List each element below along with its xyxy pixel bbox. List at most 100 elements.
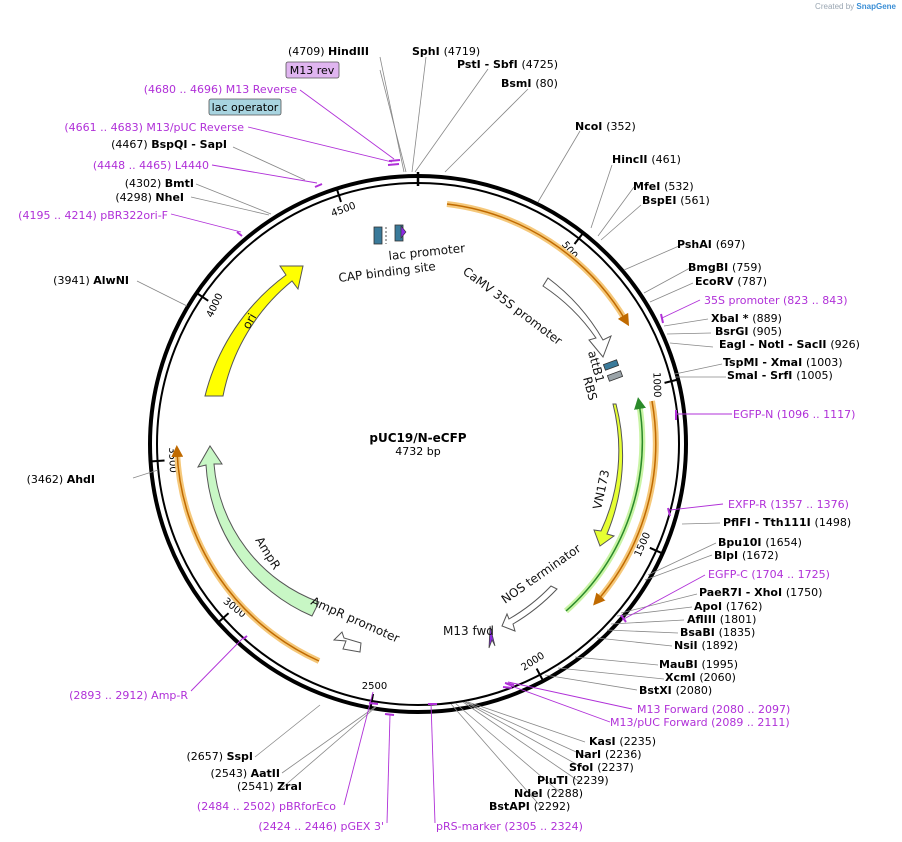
site-label-sphi[interactable]: SphI (4719): [412, 45, 480, 58]
rbs-label: RBS: [580, 375, 600, 402]
site-label-bstapi[interactable]: BstAPI (2292): [489, 800, 570, 813]
m13rev-box[interactable]: M13 rev: [285, 61, 340, 79]
site-position: (2237): [597, 761, 634, 774]
primer-label-egfpn[interactable]: EGFP-N (1096 .. 1117): [733, 408, 855, 421]
site-label-nsii[interactable]: NsiI (1892): [674, 639, 738, 652]
lac-operator-box[interactable]: lac operator: [208, 98, 282, 116]
primer-label-exfpr[interactable]: EXFP-R (1357 .. 1376): [728, 498, 849, 511]
site-name: BspQI - SapI: [151, 138, 227, 151]
site-position: (1995): [702, 658, 739, 671]
primer-label-m13rev[interactable]: (4680 .. 4696) M13 Reverse: [144, 83, 297, 96]
site-label-psti_sbfi[interactable]: PstI - SbfI (4725): [457, 58, 558, 71]
vn173-feature[interactable]: [593, 403, 624, 547]
site-position: (2239): [572, 774, 609, 787]
site-name: MauBI: [659, 658, 702, 671]
site-label-pflfi[interactable]: PflFI - Tth111I (1498): [723, 516, 851, 529]
site-label-ncoi[interactable]: NcoI (352): [575, 120, 636, 133]
site-label-bstxi[interactable]: BstXI (2080): [639, 684, 712, 697]
site-name: AhdI: [67, 473, 95, 486]
tick-label: 4500: [330, 201, 358, 220]
site-position: (889): [752, 312, 782, 325]
site-name: XbaI *: [711, 312, 752, 325]
site-name: PshAI: [677, 238, 716, 251]
site-label-zrai[interactable]: (2541) ZraI: [237, 780, 302, 793]
primer-label-p35s[interactable]: 35S promoter (823 .. 843): [704, 294, 848, 307]
site-name: SphI: [412, 45, 444, 58]
site-label-ahdi[interactable]: (3462) AhdI: [27, 473, 95, 486]
site-label-xcmi[interactable]: XcmI (2060): [665, 671, 736, 684]
site-name: SspI: [227, 750, 253, 763]
site-label-sfoi[interactable]: SfoI (2237): [569, 761, 634, 774]
site-position: (352): [606, 120, 636, 133]
attb1-feature[interactable]: [602, 359, 620, 371]
ampr-promoter-feature[interactable]: [332, 631, 362, 653]
site-label-smai[interactable]: SmaI - SrfI (1005): [727, 369, 833, 382]
tick-mark: [196, 292, 209, 302]
site-label-paer7i[interactable]: PaeR7I - XhoI (1750): [699, 586, 822, 599]
m13fwd-feature[interactable]: [488, 625, 496, 649]
site-label-bspqi[interactable]: (4467) BspQI - SapI: [111, 138, 227, 151]
primer-label-egfpc[interactable]: EGFP-C (1704 .. 1725): [708, 568, 830, 581]
site-label-pshai[interactable]: PshAI (697): [677, 238, 745, 251]
primer-label-pgex3[interactable]: (2424 .. 2446) pGEX 3': [258, 820, 384, 833]
site-name: TspMI - XmaI: [723, 356, 806, 369]
m13fwd-label: M13 fwd: [443, 624, 494, 638]
primer-label-pbrforeco[interactable]: (2484 .. 2502) pBRforEco: [197, 800, 336, 813]
site-label-kasi[interactable]: KasI (2235): [589, 735, 656, 748]
tick-mark: [649, 546, 663, 555]
site-label-apoi[interactable]: ApoI (1762): [694, 600, 762, 613]
site-label-bsrgi[interactable]: BsrGI (905): [715, 325, 782, 338]
site-label-sspi[interactable]: (2657) SspI: [186, 750, 253, 763]
site-label-alwni[interactable]: (3941) AlwNI: [53, 274, 129, 287]
site-name: EcoRV: [695, 275, 737, 288]
site-label-bmgbi[interactable]: BmgBI (759): [688, 261, 762, 274]
site-name: NdeI: [514, 787, 546, 800]
site-name: HindIII: [328, 45, 369, 58]
site-label-nhei[interactable]: (4298) NheI: [115, 191, 184, 204]
ori-feature[interactable]: [204, 265, 304, 397]
site-name: BstXI: [639, 684, 676, 697]
site-position: (1005): [796, 369, 833, 382]
site-label-tspmi[interactable]: TspMI - XmaI (1003): [723, 356, 843, 369]
site-label-xbai[interactable]: XbaI * (889): [711, 312, 782, 325]
camv35s-label: CaMV 35S promoter: [460, 264, 565, 348]
site-name: EagI - NotI - SacII: [719, 338, 830, 351]
rbs-feature[interactable]: [606, 370, 624, 382]
site-label-pluti[interactable]: PluTI (2239): [537, 774, 609, 787]
site-label-bpu10i[interactable]: Bpu10I (1654): [718, 536, 802, 549]
site-name: NheI: [155, 191, 184, 204]
site-label-blpi[interactable]: BlpI (1672): [714, 549, 779, 562]
site-label-bsabi[interactable]: BsaBI (1835): [680, 626, 755, 639]
site-name: BsmI: [501, 77, 535, 90]
site-label-maubi[interactable]: MauBI (1995): [659, 658, 738, 671]
vn173-label: VN173: [590, 468, 612, 510]
site-label-mfei[interactable]: MfeI (532): [633, 180, 694, 193]
primer-label-ampr_p[interactable]: (2893 .. 2912) Amp-R: [69, 689, 188, 702]
primer-label-l4440[interactable]: (4448 .. 4465) L4440: [93, 159, 209, 172]
primer-label-m13puc_rev[interactable]: (4661 .. 4683) M13/pUC Reverse: [64, 121, 244, 134]
primer-label-m13fwd_p[interactable]: M13 Forward (2080 .. 2097): [637, 703, 790, 716]
site-label-bmti[interactable]: (4302) BmtI: [125, 177, 194, 190]
camv35s-feature[interactable]: [542, 277, 612, 358]
cap-binding-feature[interactable]: [373, 226, 383, 245]
site-label-aatii[interactable]: (2543) AatII: [211, 767, 280, 780]
site-label-aflIII[interactable]: AflIII (1801): [687, 613, 756, 626]
site-position: (1498): [815, 516, 852, 529]
site-position: (926): [830, 338, 860, 351]
site-label-eagi[interactable]: EagI - NotI - SacII (926): [719, 338, 860, 351]
primer-label-prsmarker[interactable]: pRS-marker (2305 .. 2324): [436, 820, 583, 833]
primer-label-m13puc_fwd[interactable]: M13/pUC Forward (2089 .. 2111): [610, 716, 790, 729]
site-label-ndei[interactable]: NdeI (2288): [514, 787, 583, 800]
ampr-feature[interactable]: [196, 445, 320, 617]
site-position: (4302): [125, 177, 165, 190]
site-position: (2657): [186, 750, 226, 763]
site-label-nari[interactable]: NarI (2236): [575, 748, 642, 761]
site-label-bsmi[interactable]: BsmI (80): [501, 77, 558, 90]
site-label-bspei[interactable]: BspEI (561): [642, 194, 710, 207]
site-label-hincii[interactable]: HincII (461): [612, 153, 681, 166]
site-label-ecorv[interactable]: EcoRV (787): [695, 275, 767, 288]
nos-terminator-feature[interactable]: [501, 585, 558, 632]
primer-label-pbr322ori[interactable]: (4195 .. 4214) pBR322ori-F: [18, 209, 168, 222]
m13rev-feature[interactable]: [400, 225, 407, 239]
site-label-hindiii[interactable]: (4709) HindIII: [288, 45, 369, 58]
